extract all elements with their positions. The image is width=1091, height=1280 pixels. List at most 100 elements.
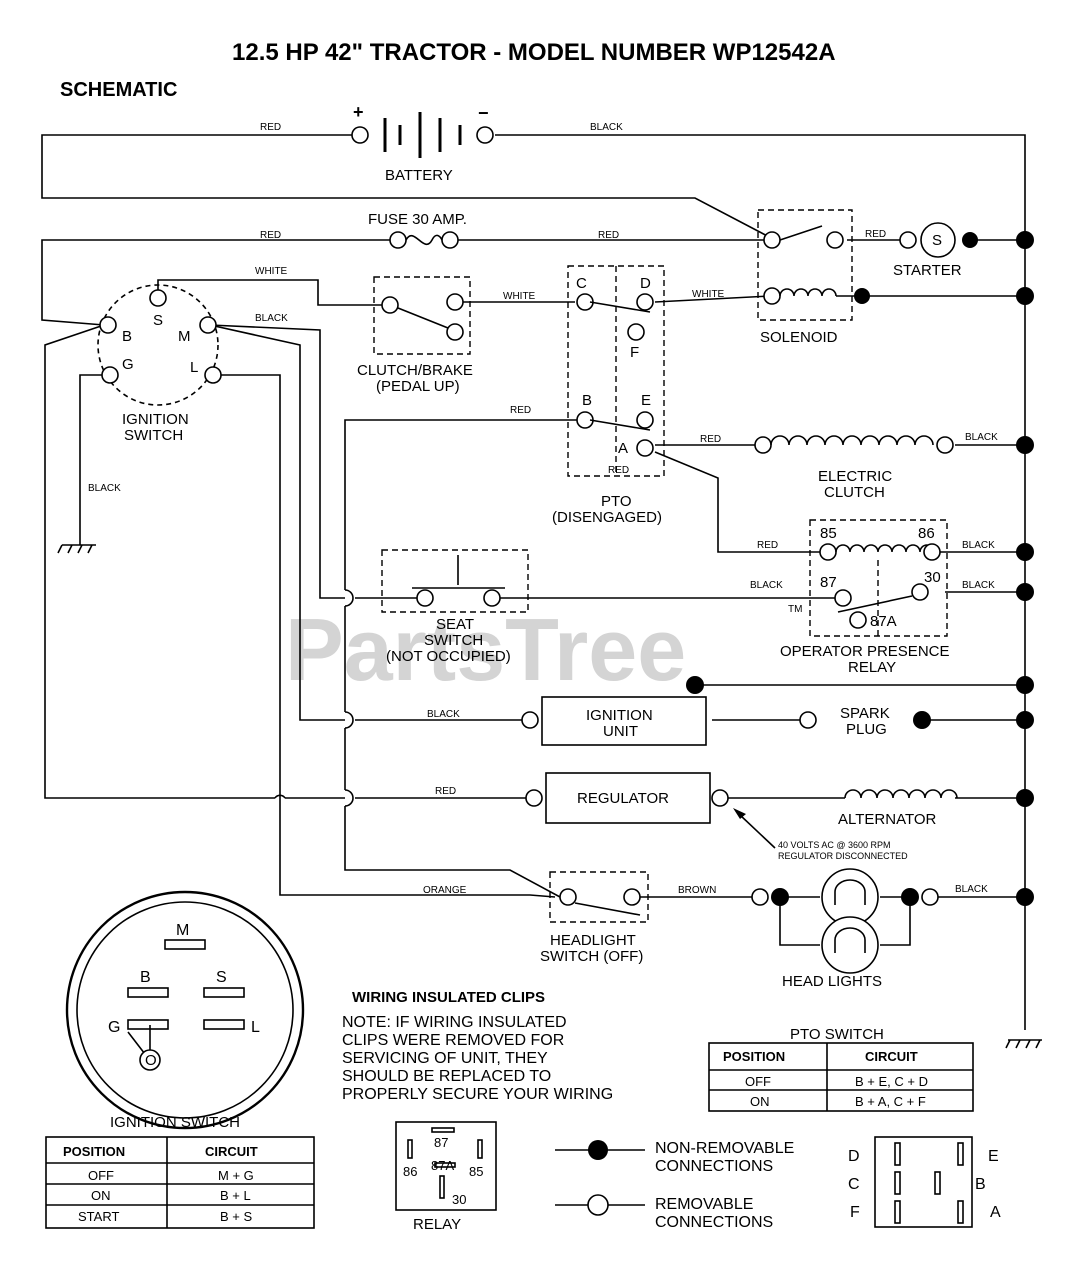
legend-non-removable-1: NON-REMOVABLE xyxy=(655,1140,794,1157)
pto-table-row-1-circuit: B + E, C + D xyxy=(855,1074,928,1089)
ign-table-row-1-circuit: M + G xyxy=(218,1168,254,1183)
note-line-2: CLIPS WERE REMOVED FOR xyxy=(342,1032,564,1049)
non-removable-connection-symbol xyxy=(588,1140,608,1160)
solenoid: SOLENOID xyxy=(757,209,870,346)
pto-detail-b: B xyxy=(975,1176,986,1193)
headlight-switch-label-1: HEADLIGHT xyxy=(550,932,636,949)
ign-terminal-b: B xyxy=(122,328,132,345)
wire-label-black: BLACK xyxy=(255,313,288,324)
note-line-5: PROPERLY SECURE YOUR WIRING xyxy=(342,1086,613,1103)
note-line-1: NOTE: IF WIRING INSULATED xyxy=(342,1014,567,1031)
regulator-label: REGULATOR xyxy=(577,790,669,807)
seat-switch-label-1: SEAT xyxy=(436,616,474,633)
note-line-4: SHOULD BE REPLACED TO xyxy=(342,1068,551,1085)
wire-label-black: BLACK xyxy=(962,580,995,591)
starter: S STARTER xyxy=(893,222,978,279)
wire-label-black: BLACK xyxy=(427,709,460,720)
wire-label-white: WHITE xyxy=(255,266,288,277)
ign-table-header-circuit: CIRCUIT xyxy=(205,1144,258,1159)
battery-label: BATTERY xyxy=(385,167,453,184)
pto-detail-f: F xyxy=(850,1204,860,1221)
spark-plug: SPARK PLUG xyxy=(799,705,931,738)
ign-detail-b: B xyxy=(140,969,151,986)
pto-detail-a: A xyxy=(990,1204,1001,1221)
relay-detail-85: 85 xyxy=(469,1164,483,1179)
opr-label-2: RELAY xyxy=(848,659,896,676)
ign-table-title: IGNITION SWITCH xyxy=(110,1114,240,1131)
alternator-note-1: 40 VOLTS AC @ 3600 RPM xyxy=(778,840,891,850)
ignition-switch-table: IGNITION SWITCH POSITION CIRCUIT OFF M +… xyxy=(45,1114,315,1229)
headlight-switch: HEADLIGHT SWITCH (OFF) xyxy=(540,871,649,965)
pto-table-title: PTO SWITCH xyxy=(790,1026,884,1043)
wire-label-black: BLACK xyxy=(962,540,995,551)
relay-detail: 87 86 87A 85 30 RELAY xyxy=(395,1121,497,1233)
wire-label-black: BLACK xyxy=(750,580,783,591)
ign-terminal-m: M xyxy=(178,328,191,345)
wire-label-black: BLACK xyxy=(955,884,988,895)
headlight-switch-label-2: SWITCH (OFF) xyxy=(540,948,643,965)
starter-label: STARTER xyxy=(893,262,962,279)
watermark-tm: TM xyxy=(788,604,802,615)
wire-label-red: RED xyxy=(260,122,281,133)
pto-label-2: (DISENGAGED) xyxy=(552,509,662,526)
pto-switch-table: PTO SWITCH POSITION CIRCUIT OFF B + E, C… xyxy=(708,1026,974,1112)
pto-switch-detail: D C F E B A xyxy=(848,1136,1001,1228)
pto-table-row-2-position: ON xyxy=(750,1094,770,1109)
relay-detail-87: 87 xyxy=(434,1135,448,1150)
relay-detail-label: RELAY xyxy=(413,1216,461,1233)
legend-removable-1: REMOVABLE xyxy=(655,1196,753,1213)
wire-labels: RED BLACK RED RED RED WHITE WHITE WHITE … xyxy=(88,122,998,896)
wire-label-red: RED xyxy=(510,405,531,416)
ign-switch-label-2: SWITCH xyxy=(124,427,183,444)
ignition-unit: IGNITION UNIT xyxy=(521,696,707,746)
pto-table-header-circuit: CIRCUIT xyxy=(865,1049,918,1064)
wire-label-red: RED xyxy=(260,230,281,241)
relay-detail-30: 30 xyxy=(452,1192,466,1207)
ign-terminal-g: G xyxy=(122,356,134,373)
electric-clutch-label-1: ELECTRIC xyxy=(818,468,892,485)
regulator: REGULATOR xyxy=(525,772,729,824)
battery-minus: − xyxy=(478,103,489,123)
wire-label-red: RED xyxy=(608,465,629,476)
relay-detail-86: 86 xyxy=(403,1164,417,1179)
fuse-label: FUSE 30 AMP. xyxy=(368,211,467,228)
seat-switch-label-3: (NOT OCCUPIED) xyxy=(386,648,511,665)
wire-label-white: WHITE xyxy=(692,289,725,300)
pto-table-row-2-circuit: B + A, C + F xyxy=(855,1094,926,1109)
pto-terminal-b: B xyxy=(582,392,592,409)
ign-table-row-3-circuit: B + S xyxy=(220,1209,252,1224)
pto-terminal-c: C xyxy=(576,275,587,292)
pto-switch: C D F B E A PTO (DISENGAGED) xyxy=(552,265,665,526)
ignition-unit-label-1: IGNITION xyxy=(586,707,653,724)
alternator-label: ALTERNATOR xyxy=(838,811,937,828)
wire-label-red: RED xyxy=(757,540,778,551)
wire-label-red: RED xyxy=(598,230,619,241)
relay-terminal-85: 85 xyxy=(820,525,837,542)
pto-terminal-e: E xyxy=(641,392,651,409)
operator-presence-relay: 85 86 87 30 87A OPERATOR PRESENCE RELAY xyxy=(780,519,949,676)
relay-detail-87a: 87A xyxy=(431,1158,454,1173)
ign-table-header-position: POSITION xyxy=(63,1144,125,1159)
clutch-brake-label-2: (PEDAL UP) xyxy=(376,378,460,395)
alternator-note-2: REGULATOR DISCONNECTED xyxy=(778,851,908,861)
wire-label-black: BLACK xyxy=(590,122,623,133)
electric-clutch-label-2: CLUTCH xyxy=(824,484,885,501)
electric-clutch: ELECTRIC CLUTCH xyxy=(754,435,954,501)
pto-label-1: PTO xyxy=(601,493,632,510)
solenoid-label: SOLENOID xyxy=(760,329,838,346)
ign-table-row-3-position: START xyxy=(78,1209,119,1224)
wire-label-red: RED xyxy=(700,434,721,445)
seat-switch: SEAT SWITCH (NOT OCCUPIED) xyxy=(381,549,529,665)
wire-label-orange: ORANGE xyxy=(423,885,467,896)
ign-detail-g: G xyxy=(108,1019,120,1036)
note-line-3: SERVICING OF UNIT, THEY xyxy=(342,1050,548,1067)
ignition-switch-detail: O M B S G L xyxy=(65,890,305,1130)
pto-detail-c: C xyxy=(848,1176,860,1193)
ign-table-row-2-circuit: B + L xyxy=(220,1188,251,1203)
clutch-brake-label-1: CLUTCH/BRAKE xyxy=(357,362,473,379)
pto-detail-e: E xyxy=(988,1148,999,1165)
pto-terminal-f: F xyxy=(630,344,639,361)
legend-non-removable-2: CONNECTIONS xyxy=(655,1158,773,1175)
wire-label-brown: BROWN xyxy=(678,885,716,896)
ignition-unit-label-2: UNIT xyxy=(603,723,638,740)
